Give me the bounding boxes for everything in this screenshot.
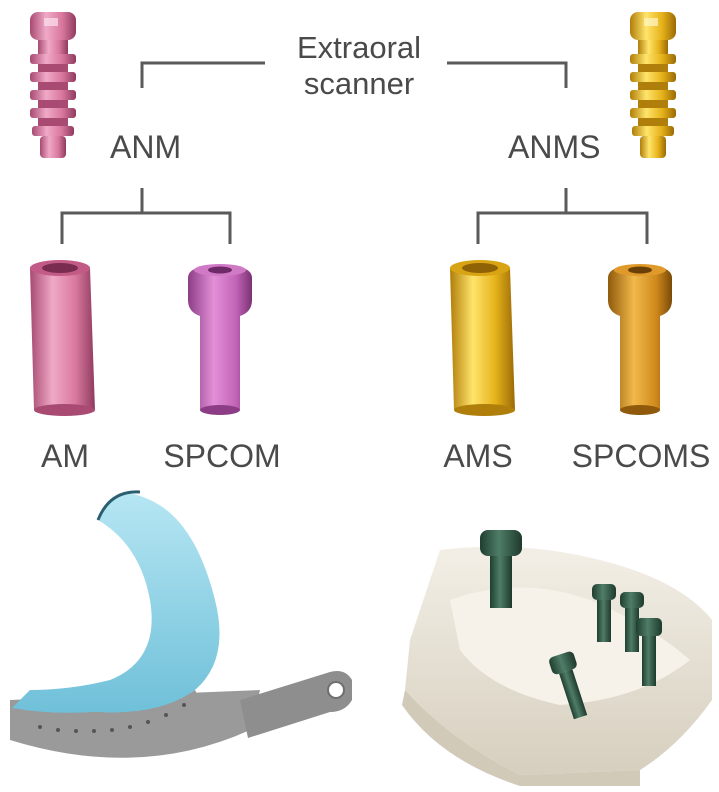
connector-anm-branch <box>62 213 230 244</box>
am-component-image <box>30 260 95 416</box>
impression-tray-image <box>10 492 352 758</box>
spcom-component-image <box>188 264 252 415</box>
spcoms-component-image <box>608 264 672 415</box>
am-label: AM <box>41 440 89 472</box>
anm-analog-image <box>30 12 76 158</box>
ams-label: AMS <box>443 440 512 472</box>
connector-anms-branch <box>478 213 647 244</box>
anm-label: ANM <box>110 131 181 163</box>
ams-component-image <box>450 260 515 416</box>
anms-label: ANMS <box>508 131 600 163</box>
spcom-label: SPCOM <box>163 440 280 472</box>
connector-top-left <box>142 63 265 88</box>
extraoral-label-line1: Extraoral <box>297 32 421 63</box>
dental-model-image <box>402 530 712 786</box>
extraoral-label-line2: scanner <box>304 68 414 99</box>
spcoms-label: SPCOMS <box>572 440 711 472</box>
anms-analog-image <box>630 12 676 158</box>
connector-top-right <box>447 63 566 88</box>
